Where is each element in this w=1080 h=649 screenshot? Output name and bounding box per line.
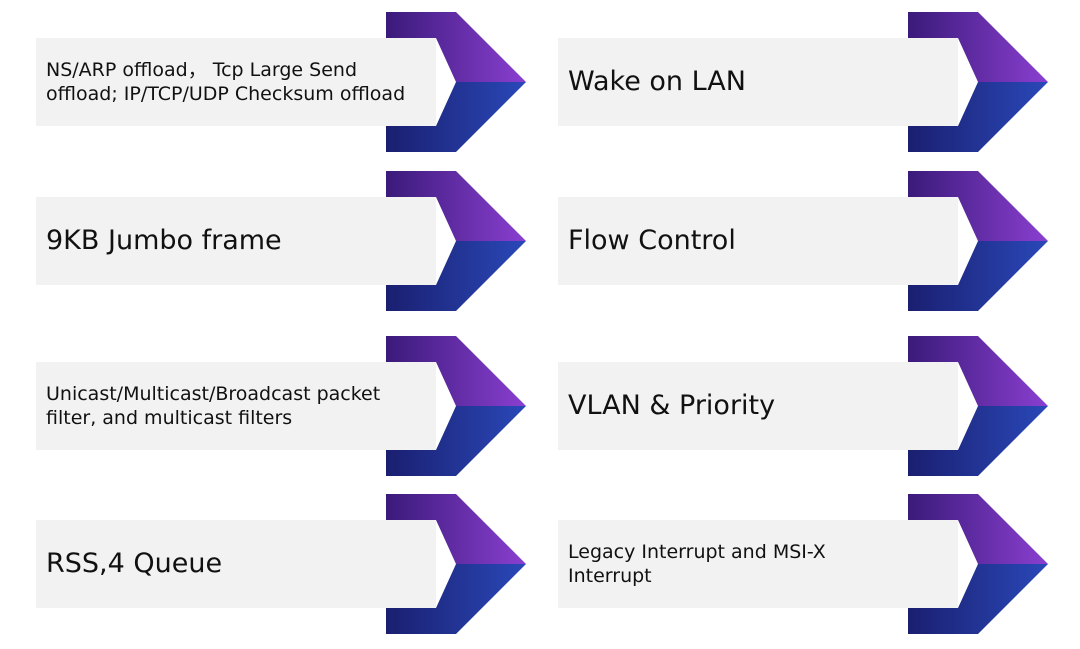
- feature-text: Unicast/Multicast/Broadcast packet filte…: [46, 383, 381, 429]
- feature-text: Flow Control: [568, 225, 736, 256]
- chevron-right-icon: [386, 336, 526, 476]
- chevron-right-icon: [908, 494, 1048, 634]
- feature-box: Legacy Interrupt and MSI-X Interrupt: [558, 520, 958, 608]
- chevron-right-icon: [386, 171, 526, 311]
- feature-box: 9KB Jumbo frame: [36, 197, 436, 285]
- feature-box: RSS,4 Queue: [36, 520, 436, 608]
- feature-box: Wake on LAN: [558, 38, 958, 126]
- chevron-right-icon: [908, 12, 1048, 152]
- feature-text: Legacy Interrupt and MSI-X Interrupt: [568, 541, 826, 587]
- feature-text: 9KB Jumbo frame: [46, 225, 282, 256]
- feature-text: RSS,4 Queue: [46, 548, 223, 579]
- chevron-right-icon: [386, 494, 526, 634]
- chevron-right-icon: [908, 171, 1048, 311]
- feature-card: Flow Control: [558, 171, 1048, 311]
- feature-card: Unicast/Multicast/Broadcast packet filte…: [36, 336, 526, 476]
- feature-card: NS/ARP offload， Tcp Large Send offload; …: [36, 12, 526, 152]
- feature-box: VLAN & Priority: [558, 362, 958, 450]
- feature-box: Flow Control: [558, 197, 958, 285]
- chevron-right-icon: [908, 336, 1048, 476]
- feature-card: Wake on LAN: [558, 12, 1048, 152]
- feature-card: RSS,4 Queue: [36, 494, 526, 634]
- feature-text: NS/ARP offload， Tcp Large Send offload; …: [46, 59, 406, 105]
- feature-card: VLAN & Priority: [558, 336, 1048, 476]
- feature-box: NS/ARP offload， Tcp Large Send offload; …: [36, 38, 436, 126]
- feature-text: VLAN & Priority: [568, 390, 776, 421]
- feature-card: 9KB Jumbo frame: [36, 171, 526, 311]
- chevron-right-icon: [386, 12, 526, 152]
- feature-box: Unicast/Multicast/Broadcast packet filte…: [36, 362, 436, 450]
- feature-text: Wake on LAN: [568, 66, 746, 97]
- feature-card: Legacy Interrupt and MSI-X Interrupt: [558, 494, 1048, 634]
